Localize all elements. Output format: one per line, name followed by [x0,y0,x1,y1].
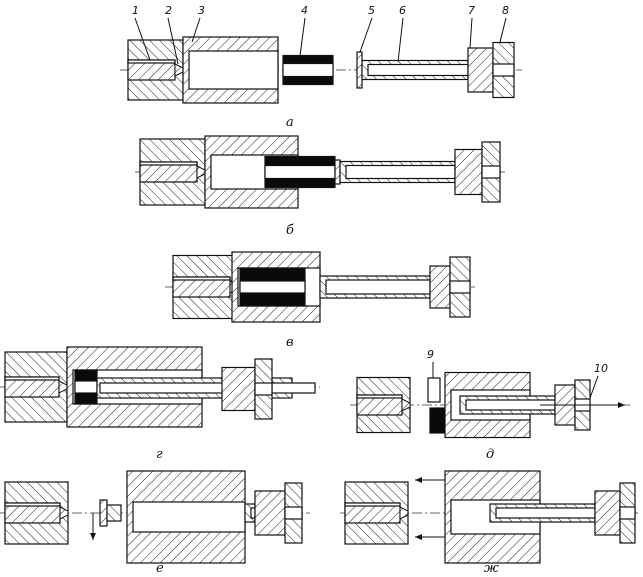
end-plate-hole [284,506,303,520]
die-gap [139,161,198,166]
callout-leader [499,17,507,43]
container-bore [132,501,246,533]
part-number-3: 3 [198,4,205,17]
die-cone [59,506,69,520]
die-cone [401,398,411,412]
billet-bore [239,280,306,294]
end-plate-hole [254,382,273,396]
stage-label-b: б [286,223,294,238]
die-gap [4,502,61,507]
part-number-5: 5 [368,4,375,17]
callout-leader [167,17,179,65]
nut [467,47,494,93]
extruded-tube [99,382,316,394]
end-plate-hole [449,280,471,294]
stage-label-g: г [156,447,163,462]
die-gap [4,376,60,381]
stage-label-d: д [486,447,494,462]
pressure-plate [99,499,108,527]
part-number-2: 2 [165,4,172,17]
callout-leader [134,17,151,61]
part-number-10: 10 [594,362,608,375]
nut [221,366,256,412]
pressure-plate [356,51,363,89]
die-gap [344,502,401,507]
stage-label-e: е [156,561,164,576]
stage-label-v: в [286,335,294,350]
die-gap [127,59,176,64]
end-plate-hole [492,63,515,77]
callout-leader [299,17,306,57]
part-number-8: 8 [502,4,509,17]
billet-bore [74,380,98,394]
butt-end [429,407,446,434]
callout-leader [469,17,473,49]
stem-bore [495,507,596,519]
pressure-plate [334,159,341,185]
callout-leader [359,17,373,53]
part-number-9: 9 [427,348,434,361]
end-plate-hole [481,165,501,179]
die-gap [356,394,403,399]
nut [429,265,451,309]
stage-label-a: а [286,115,294,130]
die-cone [399,506,409,520]
die-gap [172,276,231,281]
part-number-7: 7 [468,4,475,17]
billet-bore [264,164,336,180]
stem-bore [367,63,469,77]
billet-bore [282,62,334,78]
nut [594,490,621,536]
stem-bore [250,507,256,519]
nut [254,490,286,536]
part-number-6: 6 [399,4,406,17]
callout-leader [397,17,404,63]
stem-bore [325,279,431,295]
knife [427,377,441,403]
part-number-4: 4 [301,4,308,17]
stage-label-zh: ж [484,561,499,576]
callout-leader [191,17,201,43]
container-bore [188,50,279,90]
end-plate-hole [619,506,636,520]
callout-leader [589,375,599,399]
butt-end [106,504,122,522]
nut [454,148,483,196]
stem-bore [345,164,456,180]
part-number-1: 1 [132,4,139,17]
